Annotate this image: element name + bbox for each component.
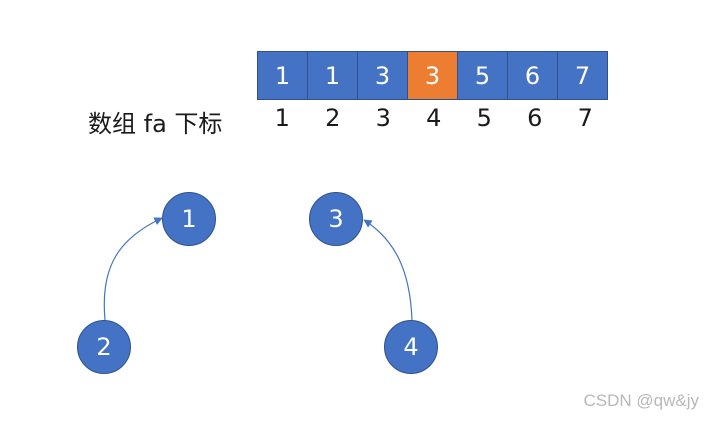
fa-array: 1 1 3 3 5 6 7 [257, 51, 608, 100]
array-index-4: 4 [426, 104, 442, 132]
array-index-2: 2 [325, 104, 341, 132]
edge-4-to-3 [363, 219, 413, 321]
array-index-3: 3 [375, 104, 391, 132]
array-index-label: 数组 fa 下标 [88, 110, 223, 138]
array-cell-6: 6 [508, 51, 558, 100]
array-index-5: 5 [476, 104, 492, 132]
array-index-7: 7 [577, 104, 593, 132]
array-cell-4-highlighted: 3 [408, 51, 458, 100]
array-cell-2: 1 [308, 51, 358, 100]
array-cell-7: 7 [558, 51, 608, 100]
watermark: CSDN @qw&jy [583, 391, 700, 410]
tree-node-3: 3 [309, 192, 363, 246]
tree-node-1: 1 [162, 192, 216, 246]
array-cell-5: 5 [458, 51, 508, 100]
tree-node-2: 2 [77, 320, 131, 374]
array-index-1: 1 [274, 104, 290, 132]
array-index-6: 6 [527, 104, 543, 132]
array-cell-3: 3 [358, 51, 408, 100]
array-index-row: 1 2 3 4 5 6 7 [257, 104, 611, 132]
edge-2-to-1 [103, 217, 163, 321]
tree-node-4: 4 [384, 320, 438, 374]
array-cell-1: 1 [257, 51, 308, 100]
